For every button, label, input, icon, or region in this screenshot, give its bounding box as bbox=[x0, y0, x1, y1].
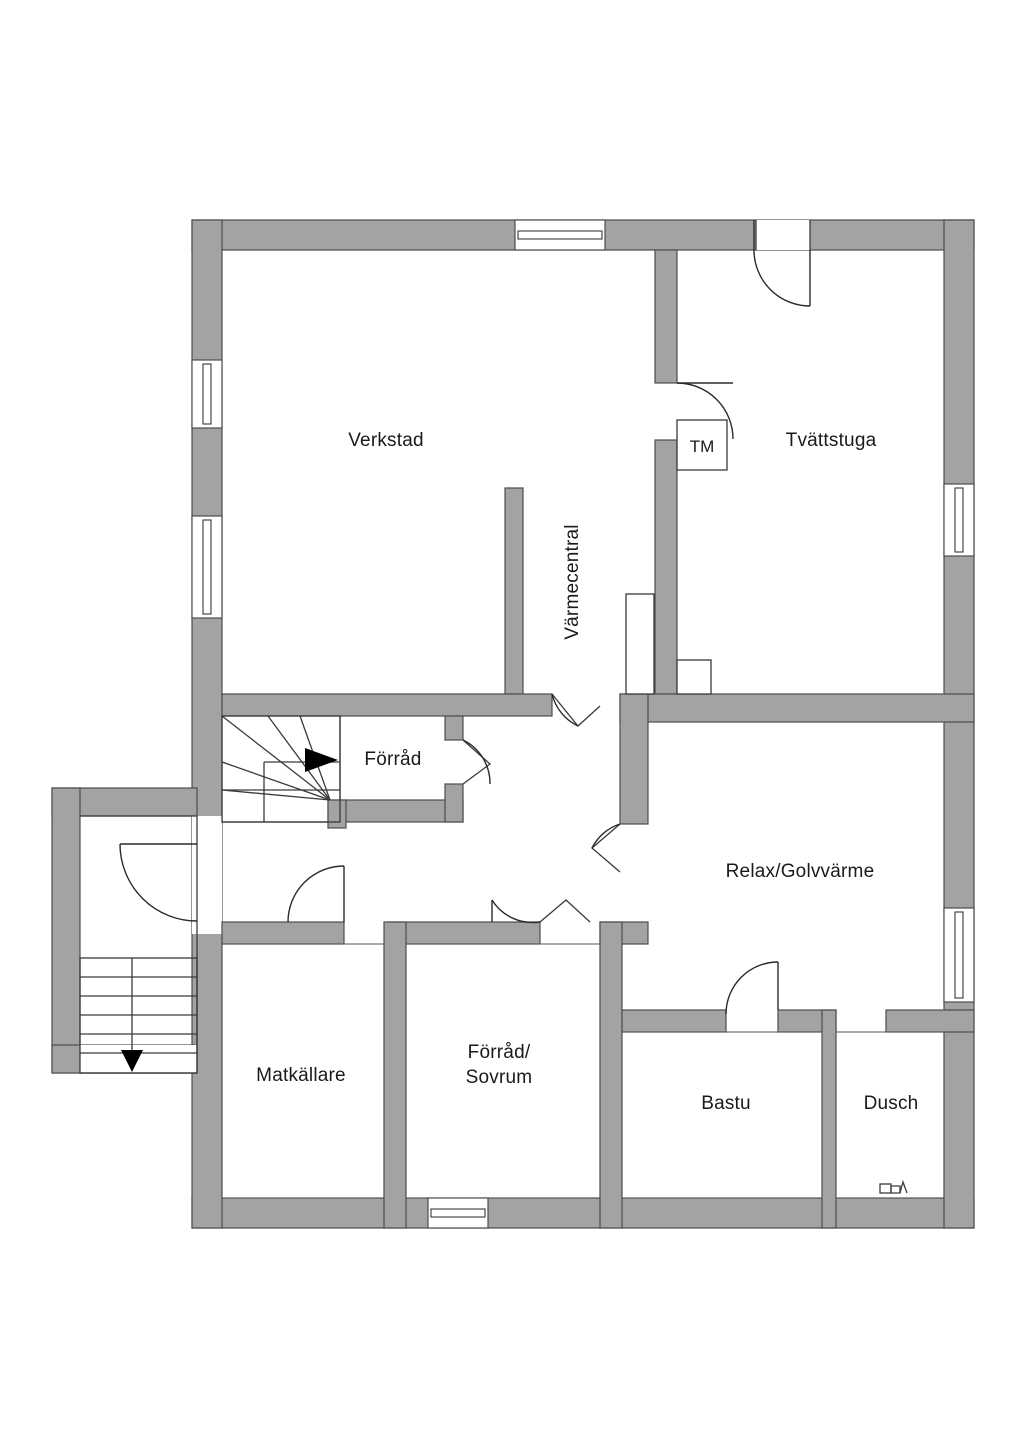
doors bbox=[287, 220, 811, 1015]
room-label-bastu: Bastu bbox=[701, 1093, 751, 1114]
door-matkallare bbox=[287, 865, 345, 923]
door-verkstad-tvattstuga-arc bbox=[676, 382, 734, 440]
wall-relax-top bbox=[619, 693, 975, 723]
wall-verkstad-right-lower bbox=[654, 439, 678, 695]
wall-exterior-bottom bbox=[191, 1197, 975, 1229]
shower-fixture-base bbox=[879, 1183, 892, 1194]
room-label-varmecentral: Värmecentral bbox=[562, 524, 583, 639]
hall-angled-boundaries bbox=[462, 693, 621, 923]
interior-stair-body bbox=[221, 715, 341, 823]
door-vestibule-entry bbox=[119, 843, 198, 922]
shower-fixture-icon bbox=[879, 1179, 908, 1194]
door-tvattstuga-top bbox=[753, 220, 811, 307]
fixtures bbox=[625, 419, 908, 1194]
matkallare-inner-outline bbox=[222, 943, 385, 1199]
window-bottom-sovrum bbox=[427, 1197, 489, 1229]
door-forrad bbox=[462, 739, 491, 785]
window-right-upper bbox=[943, 483, 975, 557]
wall-verkstad-right-upper bbox=[654, 249, 678, 384]
interior-stair-winder-1 bbox=[221, 715, 331, 801]
room-label-forrad-sovrum-line2: Sovrum bbox=[466, 1067, 533, 1088]
hall-bottom-mid-angled-edge bbox=[539, 899, 591, 923]
wall-exterior-right bbox=[943, 219, 975, 1229]
wall-forrad-bottom-left-stub bbox=[327, 799, 347, 829]
interior-stair-winder-4 bbox=[221, 761, 331, 801]
door-vestibule-entry-arc bbox=[119, 843, 198, 922]
forrad-right-angled-edge bbox=[462, 739, 492, 785]
window-right-lower-glass bbox=[954, 911, 964, 999]
room-label-forrad-sovrum-line1: Förråd/ bbox=[468, 1042, 531, 1063]
wall-matkallare-right bbox=[383, 921, 407, 1229]
wall-vestibule-left bbox=[51, 787, 81, 1074]
wall-bastu-dusch-divider bbox=[821, 1009, 837, 1229]
wall-hall-bottom-left bbox=[221, 921, 345, 945]
interior-stair-winder-5 bbox=[221, 789, 331, 801]
window-left-lower bbox=[191, 515, 223, 619]
wall-forrad-right-top-stub bbox=[444, 715, 464, 741]
wall-forrad-right-bot-stub bbox=[444, 783, 464, 823]
boiler-fixture-right bbox=[676, 659, 712, 695]
exterior-entry-stair bbox=[79, 957, 198, 1074]
interior-stair-winder-2 bbox=[267, 715, 331, 801]
window-left-lower-glass bbox=[202, 519, 212, 615]
window-top-glass bbox=[517, 230, 603, 240]
entry-vestibule-walls bbox=[51, 787, 198, 1074]
wall-dusch-top bbox=[885, 1009, 975, 1033]
windows bbox=[191, 219, 975, 1229]
door-varmecentral-hall bbox=[551, 693, 579, 727]
room-inner-outlines bbox=[222, 943, 945, 1199]
window-left-upper bbox=[191, 359, 223, 429]
door-forrad-sovrum bbox=[491, 899, 541, 924]
sovrum-inner-outline bbox=[406, 943, 601, 1199]
door-forrad-arc bbox=[462, 739, 491, 785]
door-matkallare-arc bbox=[287, 865, 345, 923]
wall-bastu-top-left bbox=[621, 1009, 727, 1033]
room-label-dusch: Dusch bbox=[864, 1093, 919, 1114]
door-tvattstuga-top-opening bbox=[756, 220, 810, 250]
door-tvattstuga-top-reveals bbox=[755, 220, 811, 250]
room-label-matkallare: Matkällare bbox=[256, 1065, 346, 1086]
shower-fixture-head bbox=[899, 1179, 908, 1194]
room-label-relax: Relax/Golvvärme bbox=[726, 861, 875, 882]
wall-forrad-bottom bbox=[327, 799, 464, 823]
door-tvattstuga-top-arc bbox=[753, 249, 811, 307]
dusch-inner-outline bbox=[836, 1031, 945, 1199]
door-bastu-arc bbox=[725, 961, 779, 1015]
room-label-forrad: Förråd bbox=[364, 749, 421, 770]
window-bottom-glass bbox=[430, 1208, 486, 1218]
door-hall-relax-arc bbox=[591, 823, 621, 849]
exterior-stair-down-arrow bbox=[121, 1050, 143, 1072]
door-forrad-sovrum-arc bbox=[491, 899, 541, 924]
shower-fixture-body bbox=[890, 1185, 901, 1194]
interior-stair-up-arrow bbox=[305, 748, 338, 772]
wall-sovrum-right bbox=[599, 921, 623, 1229]
interior-walls bbox=[221, 249, 975, 1229]
door-varmecentral-hall-arc bbox=[551, 693, 579, 727]
boiler-fixture-left bbox=[625, 593, 655, 695]
room-labels: Verkstad Tvättstuga Värmecentral Förråd … bbox=[256, 430, 918, 1114]
wall-verkstad-partition bbox=[504, 487, 524, 695]
room-label-tvattstuga: Tvättstuga bbox=[786, 430, 877, 451]
room-label-verkstad: Verkstad bbox=[348, 430, 424, 451]
window-right-lower bbox=[943, 907, 975, 1003]
wall-hall-bottom-mid bbox=[387, 921, 541, 945]
wall-hall-relax-divider bbox=[619, 693, 649, 825]
window-top-verkstad bbox=[514, 219, 606, 251]
tm-box bbox=[676, 419, 728, 471]
window-left-upper-glass bbox=[202, 363, 212, 425]
interior-winder-stair bbox=[221, 715, 341, 823]
wall-verkstad-bottom bbox=[221, 693, 553, 717]
window-right-upper-glass bbox=[954, 487, 964, 553]
fixture-label-tm: TM bbox=[690, 437, 715, 456]
bastu-inner-outline bbox=[622, 1031, 823, 1199]
door-verkstad-tvattstuga bbox=[676, 382, 734, 440]
door-hall-relax bbox=[591, 823, 621, 849]
door-bastu bbox=[725, 961, 779, 1015]
